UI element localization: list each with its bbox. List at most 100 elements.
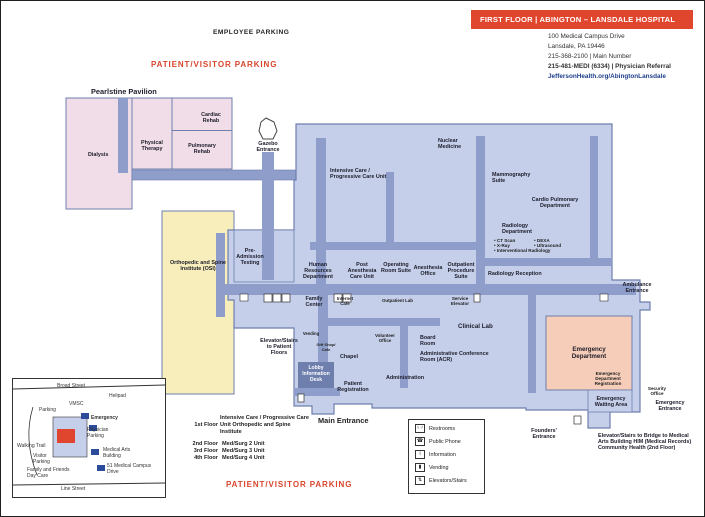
floor-name: 1st Floor xyxy=(194,422,218,428)
emergency-inset-label: Emergency xyxy=(91,415,118,421)
helipad-label: Helipad xyxy=(109,393,126,399)
pavilion-corridor xyxy=(118,98,128,173)
phone-icon: ☎ xyxy=(415,437,425,447)
nuclear-label: Nuclear Medicine xyxy=(438,138,462,151)
mammography-label: Mammography Suite xyxy=(492,172,531,185)
radiology-corridor-3 xyxy=(590,136,598,258)
emergency-reg-label: Emergency Department Registration xyxy=(594,371,622,387)
emergency-dept-label: Emergency Department xyxy=(571,346,607,360)
emergency-waiting-area xyxy=(587,389,633,413)
floor-desc: Med/Surg 3 Unit xyxy=(222,448,265,454)
lobby-info-desk xyxy=(298,362,334,388)
legend-label: Information xyxy=(429,452,456,458)
icu-label: Intensive Care / Progressive Care Unit xyxy=(330,168,387,181)
ambulance-entrance-label[interactable]: Ambulance Entrance xyxy=(622,282,652,295)
gazebo-label: Gazebo Entrance xyxy=(256,141,280,154)
employee-parking-label: EMPLOYEE PARKING xyxy=(213,29,290,36)
icu-corridor-3 xyxy=(386,172,394,250)
campus-drive-label: 51 Medical Campus Drive xyxy=(107,463,152,475)
founders-entrance-label[interactable]: Founders' Entrance xyxy=(531,428,557,441)
outpatient-suite-label: Outpatient Procedure Suite xyxy=(447,262,475,281)
radiology-reception-label: Radiology Reception xyxy=(488,271,542,277)
lower-corridor-1 xyxy=(318,295,328,395)
patient-floors-label: Elevator/Stairs to Patient Floors xyxy=(260,338,298,357)
address-line: 215-368-2100 | Main Number xyxy=(548,53,632,60)
post-anesthesia-label: Post Anesthesia Care Unit xyxy=(347,262,377,281)
family-daycare-label: Family and Friends Day Care xyxy=(27,467,70,479)
floor-desc: Med/Surg 2 Unit xyxy=(222,441,265,447)
osi-label: Orthopedic and Spine Institute (OSI) xyxy=(169,260,226,273)
patient-reg-label: Patient Registration xyxy=(337,381,369,394)
physical-therapy-area xyxy=(131,97,173,170)
cardiac-rehab-label: Cardiac Rehab xyxy=(201,112,221,125)
pulmonary-rehab-label: Pulmonary Rehab xyxy=(188,143,216,156)
volunteer-label: Volunteer Office xyxy=(375,333,395,343)
walking-trail-label: Walking Trail xyxy=(17,443,46,449)
hr-label: Human Resources Department xyxy=(303,262,333,281)
emergency-waiting-label: Emergency Waiting Area xyxy=(594,396,628,409)
inset-drawing xyxy=(13,384,165,486)
radiology-corridor-2 xyxy=(476,258,612,266)
connector-corridor xyxy=(131,169,303,181)
admin-conf-label: Administrative Conference Room (ACR) xyxy=(420,351,489,364)
emergency-dept-area xyxy=(545,315,633,391)
lower-corridor-4 xyxy=(528,295,536,393)
clinical-lab-label: Clinical Lab xyxy=(458,323,493,330)
pearlstine-label: Pearlstine Pavilion xyxy=(91,87,157,96)
physician-parking-label: Physician Parking xyxy=(87,427,109,439)
line-street-label: Line Street xyxy=(61,486,86,492)
legend-item: ▮Vending xyxy=(415,463,449,473)
radiology-corridor xyxy=(476,136,485,294)
security-label: Security Office xyxy=(647,386,667,397)
lower-corridor-2 xyxy=(328,318,440,326)
vending-label: Vending xyxy=(302,331,320,336)
radiology-item: • CT Scan xyxy=(494,238,516,243)
parking-label: Parking xyxy=(39,407,56,413)
address-line: 100 Medical Campus Drive xyxy=(548,33,625,40)
board-room-label: Board Room xyxy=(420,335,436,348)
elevator-icon: ⇅ xyxy=(415,476,425,486)
legend-label: Public Phone xyxy=(429,439,461,445)
bridge-label: Elevator/Stairs to Bridge to Medical Art… xyxy=(598,433,692,452)
main-entrance-label[interactable]: Main Entrance xyxy=(318,416,369,425)
icu-corridor xyxy=(316,138,326,288)
lower-corridor-3 xyxy=(400,326,408,388)
med-arts-label: Medical Arts Building xyxy=(103,447,131,459)
lobby-info-label: Lobby Information Desk xyxy=(302,365,330,383)
outpatient-lab-label: Outpatient Lab xyxy=(382,298,413,303)
gazebo-icon xyxy=(258,117,278,140)
address-line: Lansdale, PA 19446 xyxy=(548,43,605,50)
page-title: FIRST FLOOR | ABINGTON – LANSDALE HOSPIT… xyxy=(471,10,693,29)
campus-inset-map: Broad Street Helipad Parking VMSC Emerge… xyxy=(12,378,166,498)
radiology-item: • DEXA xyxy=(534,238,550,243)
legend-label: Elevators/Stairs xyxy=(429,478,467,484)
floor-desc: Intensive Care / Progressive Care Unit O… xyxy=(220,415,309,435)
broad-street-label: Broad Street xyxy=(57,383,86,389)
floor-name: 2nd Floor xyxy=(192,441,218,447)
elevator-icon xyxy=(263,293,582,425)
osi-corridor xyxy=(216,233,225,317)
rehab-divider xyxy=(172,130,232,131)
legend-item: ⇅ Elevators/Stairs xyxy=(415,476,467,486)
legend-item: ♀♂ Restrooms xyxy=(415,424,455,434)
legend-label: Restrooms xyxy=(429,426,456,432)
internet-cafe-label: Internet Cafe xyxy=(336,296,354,306)
restrooms-icon: ♀♂ xyxy=(415,424,425,434)
website-link[interactable]: JeffersonHealth.org/AbingtonLansdale xyxy=(548,73,666,80)
administration-label: Administration xyxy=(386,375,425,381)
radiology-item: • Interventional Radiology xyxy=(494,248,551,253)
patient-parking-top-label: PATIENT/VISITOR PARKING xyxy=(151,60,278,69)
radiology-item: • X-Ray xyxy=(494,243,510,248)
visitor-parking-label: Visitor Parking xyxy=(33,453,50,465)
floor-desc: Med/Surg 4 Unit xyxy=(222,455,265,461)
main-building xyxy=(227,123,651,429)
emergency-entrance-label[interactable]: Emergency Entrance xyxy=(655,400,685,413)
family-center-label: Family Center xyxy=(305,296,323,309)
radiology-label: Radiology Department xyxy=(502,223,532,236)
rehab-area xyxy=(171,97,233,170)
floor-name: 3rd Floor xyxy=(193,448,218,454)
physical-therapy-label: Physical Therapy xyxy=(141,140,163,153)
